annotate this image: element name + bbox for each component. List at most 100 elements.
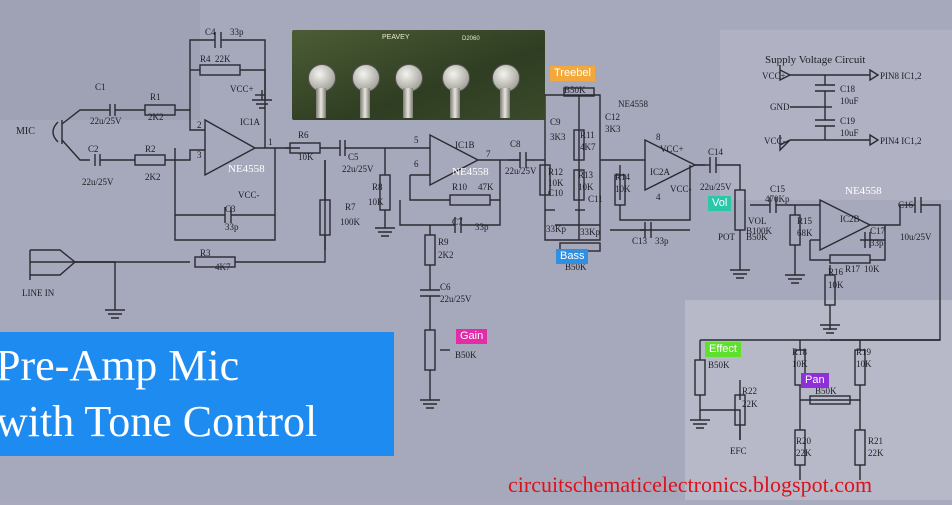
pin-6-label: 6	[414, 159, 419, 169]
vcc-minus-label-1: VCC-	[238, 190, 260, 200]
c1-label: C1	[95, 82, 106, 92]
r12-value: 10K	[548, 178, 564, 188]
pot-value: B50K	[746, 232, 768, 242]
ic2b-label: IC2B	[840, 214, 860, 224]
ic3-part-label: NE4558	[845, 185, 882, 197]
c11-value: 33Kp	[580, 227, 600, 237]
r21-value: 22K	[868, 448, 884, 458]
r15-value: 68K	[797, 228, 813, 238]
pot-label: POT	[718, 232, 736, 242]
vol-value: B100K	[746, 226, 773, 236]
pcb-photo: PEAVEY D2060	[292, 30, 545, 120]
r2-value: 2K2	[145, 172, 161, 182]
c17-label: C17	[870, 226, 886, 236]
r1-label: R1	[150, 92, 161, 102]
r7-label: R7	[345, 202, 356, 212]
c6-value: 22u/25V	[440, 294, 472, 304]
supply-c19-value: 10uF	[840, 128, 859, 138]
bass-tag: Bass	[556, 249, 589, 264]
r18-label: R18	[792, 347, 808, 357]
supply-vcc-minus: VCC-	[764, 136, 786, 146]
supply-vcc-plus: VCC+	[762, 71, 786, 81]
pot-knob-2-icon	[352, 64, 380, 92]
r13-value: 10K	[578, 182, 594, 192]
gain-tag: Gain	[456, 329, 488, 344]
c8-value: 22u/25V	[505, 166, 537, 176]
r22-value: 22K	[742, 399, 758, 409]
vol-label: VOL	[748, 216, 767, 226]
r4-label: R4	[200, 54, 211, 64]
c2-value: 22u/25V	[82, 177, 114, 187]
mic-label: MIC	[16, 126, 35, 137]
r17-label: R17	[845, 264, 861, 274]
pot-shaft-4-icon	[450, 88, 460, 118]
efc-label: EFC	[730, 446, 747, 456]
effect-pot-value: B50K	[708, 360, 730, 370]
pin-4-label: 4	[656, 192, 661, 202]
c6-label: C6	[440, 282, 451, 292]
pcb-label: PEAVEY	[382, 34, 410, 41]
c15-value: 470Kp	[765, 194, 790, 204]
r4-value: 22K	[215, 54, 231, 64]
r8-value: 10K	[368, 197, 384, 207]
vcc-plus-label-2: VCC+	[660, 144, 684, 154]
ic1-part-label: NE4558	[228, 163, 265, 175]
c5-label: C5	[348, 152, 359, 162]
r16-value: 10K	[828, 280, 844, 290]
c3-label: C3	[225, 204, 236, 214]
supply-pin8: PIN8 IC1,2	[880, 71, 922, 81]
wires	[29, 32, 941, 480]
supply-c19: C19	[840, 116, 856, 126]
r9-label: R9	[438, 237, 449, 247]
pot-knob-3-icon	[395, 64, 423, 92]
r17-value: 10K	[864, 264, 880, 274]
supply-pin4: PIN4 IC1,2	[880, 136, 922, 146]
pin-3-label: 3	[197, 150, 202, 160]
vcc-plus-label-1: VCC+	[230, 84, 254, 94]
pot-shaft-3-icon	[403, 88, 413, 118]
c10-value: 33Kp	[546, 224, 566, 234]
c12-label: C12	[605, 112, 620, 122]
c10-label: C10	[548, 188, 564, 198]
r20-label: R20	[796, 436, 812, 446]
pot-shaft-2-icon	[360, 88, 370, 118]
r6-value: 10K	[298, 152, 314, 162]
c2-label: C2	[88, 144, 99, 154]
r22-label: R22	[742, 386, 757, 396]
c11-label: C11	[588, 194, 603, 204]
r19-label: R19	[856, 347, 872, 357]
schematic-labels: MIC LINE IN C1 22u/25V C2 22u/25V R1 2K2…	[16, 27, 932, 458]
r14-label: R14	[615, 172, 631, 182]
r12-label: R12	[548, 167, 563, 177]
c5-value: 22u/25V	[342, 164, 374, 174]
supply-c18-value: 10uF	[840, 96, 859, 106]
footer-url: circuitschematicelectronics.blogspot.com	[508, 472, 873, 497]
r10-label: R10	[452, 182, 468, 192]
c12-value: 3K3	[605, 124, 621, 134]
c4-label: C4	[205, 27, 216, 37]
pin-5-label: 5	[414, 135, 419, 145]
pcb-label-2: D2060	[462, 36, 480, 42]
r15-label: R15	[797, 216, 813, 226]
c16-value: 10u/25V	[900, 232, 932, 242]
c9-label: C9	[550, 117, 561, 127]
c14-label: C14	[708, 147, 724, 157]
supply-gnd: GND	[770, 102, 790, 112]
pin-8-label: 8	[656, 132, 661, 142]
bass-pot-value: B50K	[565, 262, 587, 272]
r3-value: 4K7	[215, 262, 231, 272]
pot-shaft-1-icon	[316, 88, 326, 118]
r13-label: R13	[578, 170, 594, 180]
pin-2-label: 2	[197, 120, 202, 130]
ic2a-label: IC2A	[650, 167, 671, 177]
r11-label: R11	[580, 130, 595, 140]
r6-label: R6	[298, 130, 309, 140]
pot-shaft-5-icon	[500, 88, 510, 118]
r7-value: 100K	[340, 217, 361, 227]
pan-pot-value: B50K	[815, 386, 837, 396]
ic2-part-label-white: NE4558	[452, 166, 489, 178]
effect-tag: Effect	[705, 342, 741, 357]
c7-value: 33p	[475, 222, 489, 232]
pin-1-label: 1	[268, 137, 273, 147]
r20-value: 22K	[796, 448, 812, 458]
